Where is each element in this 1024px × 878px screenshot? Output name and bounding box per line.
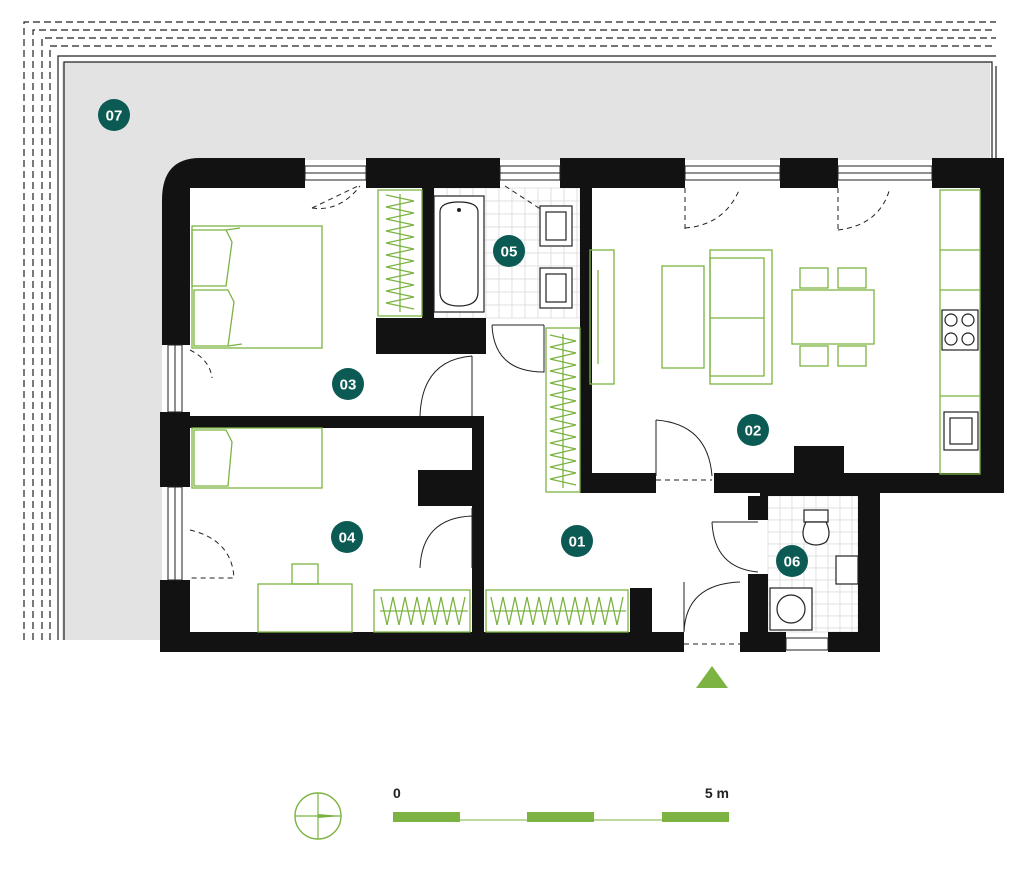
entrance-arrow-icon	[696, 666, 728, 688]
bedroom-04-wardrobe	[373, 589, 471, 633]
room-badge-03: 03	[332, 368, 364, 400]
compass-icon	[294, 792, 342, 840]
living-sofa	[661, 249, 773, 385]
walls	[160, 158, 1004, 652]
scale-start-label: 0	[393, 785, 401, 801]
scale-bar: 0 5 m	[393, 785, 729, 822]
windows	[167, 165, 933, 651]
doors	[189, 185, 891, 645]
kitchen-counter	[939, 189, 981, 475]
scale-end-label: 5 m	[705, 785, 729, 801]
room-badge-07: 07	[98, 99, 130, 131]
wc-fixtures	[769, 509, 859, 631]
bedroom-03-bed	[191, 225, 323, 349]
room-badge-01: 01	[561, 525, 593, 557]
hall-wardrobe-vertical	[545, 327, 581, 493]
hall-wardrobe	[485, 589, 629, 633]
svg-text:03: 03	[340, 377, 357, 394]
svg-text:06: 06	[784, 554, 801, 571]
living-tv-unit	[589, 249, 615, 385]
room-badge-05: 05	[493, 235, 525, 267]
svg-text:02: 02	[745, 423, 762, 440]
bedroom-04-desk	[257, 563, 353, 633]
room-badge-02: 02	[737, 414, 769, 446]
svg-text:01: 01	[569, 534, 586, 551]
room-badge-04: 04	[331, 521, 363, 553]
terrace-area	[23, 21, 997, 640]
svg-text:04: 04	[339, 530, 356, 547]
svg-text:07: 07	[106, 108, 123, 125]
svg-text:05: 05	[501, 244, 518, 261]
room-badge-06: 06	[776, 545, 808, 577]
bedroom-04-bed	[191, 427, 323, 489]
bathtub	[433, 195, 485, 313]
dining-table	[791, 267, 875, 367]
bedroom-03-wardrobe	[377, 189, 423, 317]
bathroom-sinks	[539, 205, 573, 309]
